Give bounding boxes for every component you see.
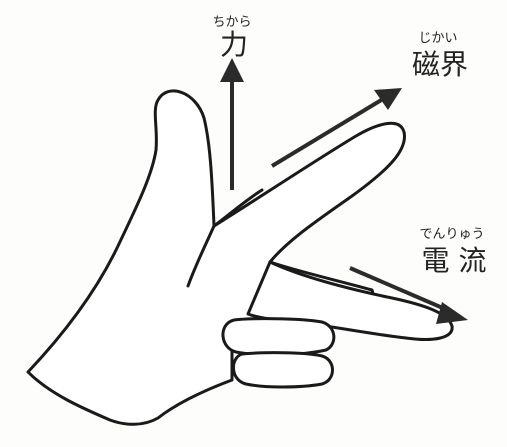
magnetic-field-label-ruby: じかい	[418, 31, 457, 46]
force-label-ruby: ちから	[212, 15, 251, 30]
force-arrow	[220, 58, 244, 190]
force-label: 力	[220, 28, 248, 61]
thumb-crease	[186, 224, 216, 288]
little-finger	[232, 351, 334, 389]
magnetic-field-arrow	[270, 88, 402, 168]
ring-finger	[221, 317, 336, 357]
magnetic-field-label: 磁界	[412, 48, 468, 81]
hand-outline	[26, 89, 406, 426]
current-label: 電 流	[422, 244, 487, 277]
index-crease	[212, 188, 264, 228]
current-label-ruby: でんりゅう	[419, 227, 484, 242]
current-arrow	[349, 266, 468, 324]
hand-illustration	[26, 89, 454, 426]
